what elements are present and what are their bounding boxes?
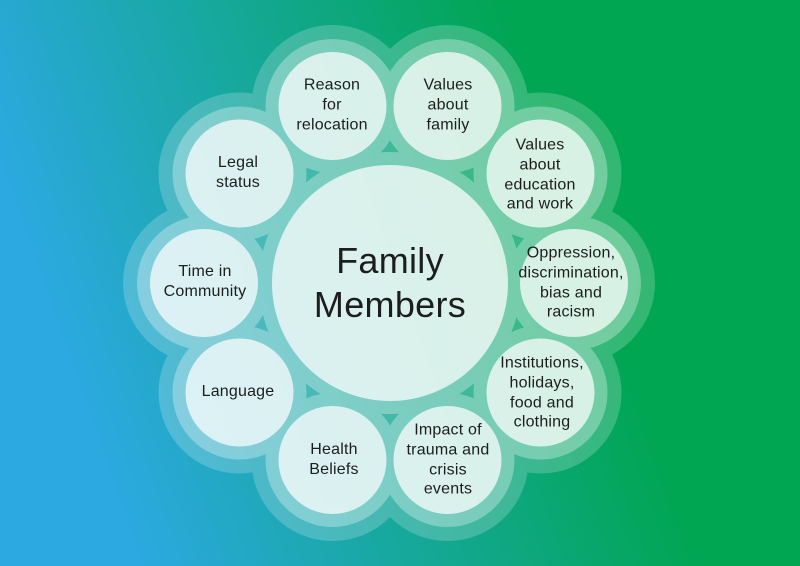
satellite-circle-time-in-community (150, 229, 258, 337)
satellite-circle-language (185, 338, 294, 447)
satellite-circle-legal-status (185, 119, 294, 228)
center-circle (272, 165, 508, 401)
circle-layer (150, 52, 628, 514)
satellite-circle-oppression-discrimination-bias-racism (520, 229, 628, 337)
satellite-circle-reason-for-relocation (278, 52, 387, 160)
satellite-circle-institutions-holidays-food-clothing (486, 338, 595, 447)
satellite-circle-impact-of-trauma-and-crisis-events (393, 406, 502, 514)
satellite-circle-values-about-family (393, 52, 502, 160)
satellite-circle-values-about-education-and-work (486, 119, 595, 228)
satellite-circle-health-beliefs (278, 406, 387, 514)
